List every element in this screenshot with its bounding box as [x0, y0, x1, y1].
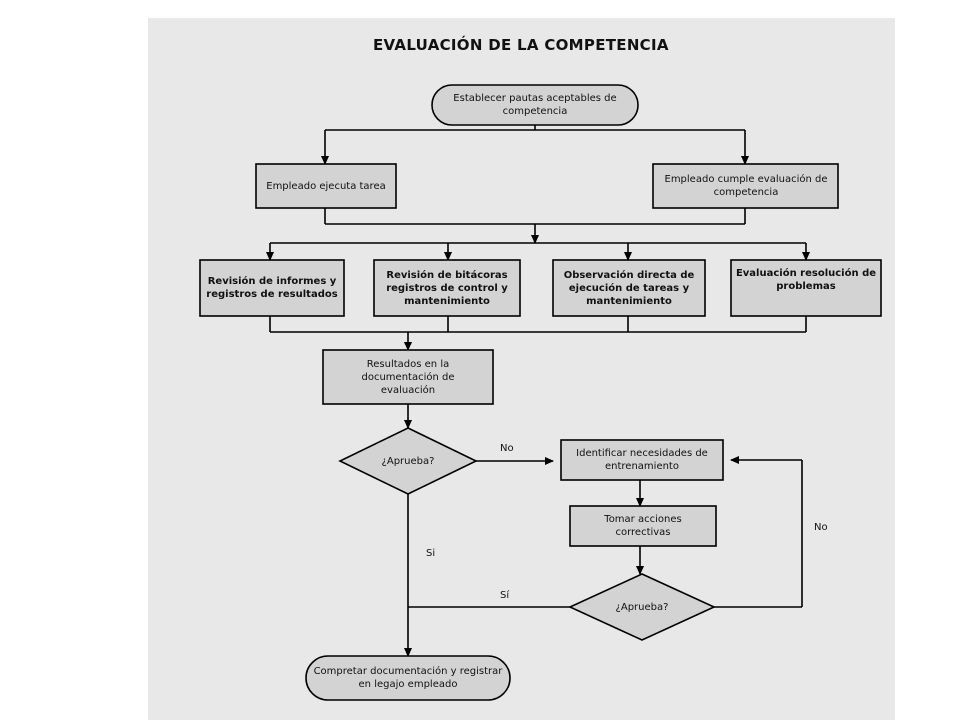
end-label: Compretar documentación y registrar en l… [313, 666, 503, 690]
edge-label-d2-no: No [814, 522, 828, 533]
diagram-background [148, 18, 895, 720]
completes-eval-box [652, 163, 839, 209]
start-label: Establecer pautas aceptables de competen… [453, 93, 617, 117]
corrective-actions-box [569, 505, 717, 547]
edge-label-d2-yes: Sí [500, 590, 510, 601]
executes-task-label: Empleado ejecuta tarea [266, 180, 386, 192]
problem-solving-label: Evaluación resolución de problemas [735, 268, 877, 292]
diagram-title: EVALUACIÓN DE LA COMPETENCIA [373, 36, 669, 54]
edge-label-d1-no: No [500, 443, 514, 454]
direct-observation-label: Observación directa de ejecución de tare… [563, 269, 695, 307]
results-doc-box [322, 349, 494, 405]
decision2-label: ¿Aprueba? [615, 601, 669, 613]
corrective-actions-label: Tomar acciones correctivas [604, 514, 682, 538]
edge-label-d1-yes: Si [426, 548, 436, 559]
results-doc-label: Resultados en la documentación de evalua… [361, 358, 455, 396]
executes-task-box [255, 163, 397, 209]
identify-needs-box [560, 439, 724, 481]
end-terminator [305, 655, 511, 701]
direct-observation-box [552, 259, 706, 317]
decision2-diamond [568, 573, 716, 641]
completes-eval-label: Empleado cumple evaluación de competenci… [664, 174, 828, 198]
decision1-label: ¿Aprueba? [381, 455, 435, 467]
review-reports-box [199, 259, 345, 317]
identify-needs-label: Identificar necesidades de entrenamiento [576, 448, 708, 472]
review-logs-box [373, 259, 521, 317]
review-reports-label: Revisión de informes y registros de resu… [206, 276, 338, 300]
review-logs-label: Revisión de bitácoras registros de contr… [386, 269, 508, 307]
